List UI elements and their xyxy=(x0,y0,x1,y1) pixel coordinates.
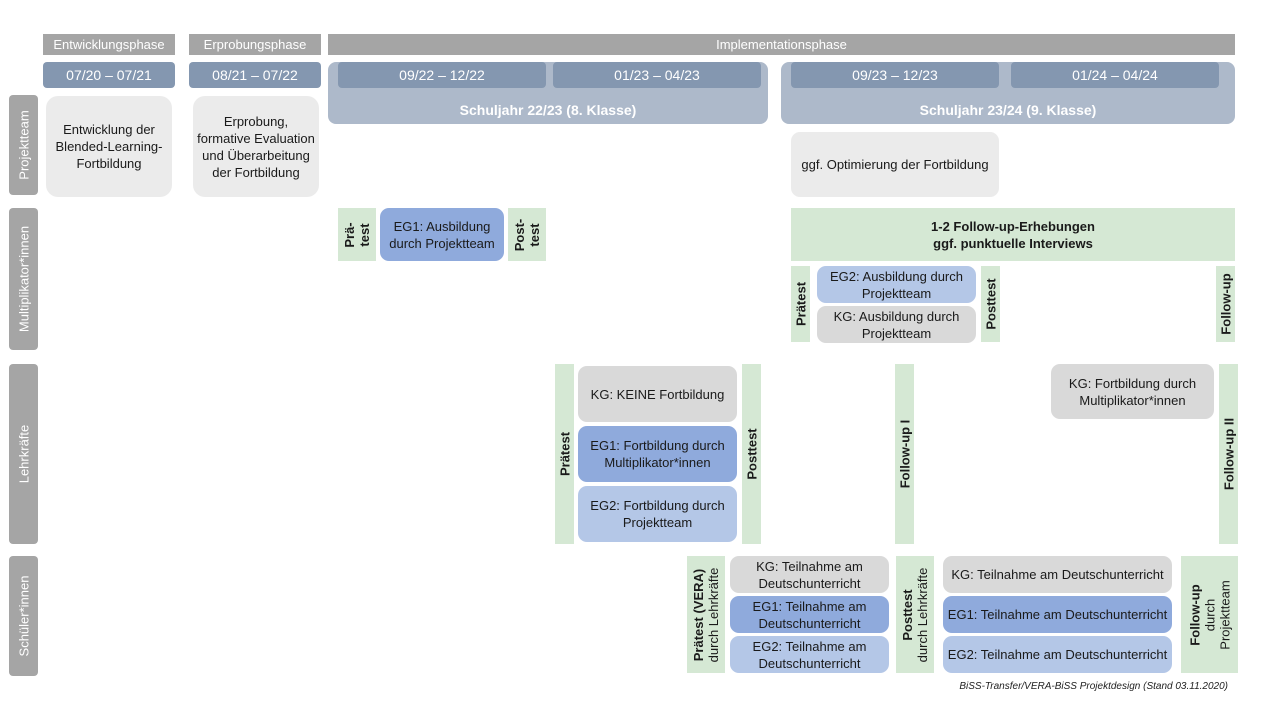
schueler-praetest-label: Prätest (VERA)durch Lehrkräfte xyxy=(691,567,721,662)
box-schueler-eg1-2: EG1: Teilnahme am Deutschunterricht xyxy=(943,596,1172,633)
lehrkraefte-follow-up-1: Follow-up I xyxy=(895,364,914,544)
box-schueler-kg-1: KG: Teilnahme am Deutschunterricht xyxy=(730,556,889,593)
period-01-24-04-24: 01/24 – 04/24 xyxy=(1011,62,1219,88)
box-optimierung-fortbildung: ggf. Optimierung der Fortbildung xyxy=(791,132,999,197)
box-eg1-ausbildung: EG1: Ausbildung durch Projektteam xyxy=(380,208,504,261)
multi-follow-up: Follow-up xyxy=(1216,266,1235,342)
multi-posttest-2: Posttest xyxy=(981,266,1000,342)
box-lehrkraefte-eg1: EG1: Fortbildung durch Multiplikator*inn… xyxy=(578,426,737,482)
schueler-praetest-vera: Prätest (VERA)durch Lehrkräfte xyxy=(687,556,725,673)
lehrkraefte-praetest: Prätest xyxy=(555,364,574,544)
row-label-schueler: Schüler*innen xyxy=(9,556,38,676)
multi-posttest-1: Post-test xyxy=(508,208,546,261)
box-schueler-eg1-1: EG1: Teilnahme am Deutschunterricht xyxy=(730,596,889,633)
lehrkraefte-follow-up-2: Follow-up II xyxy=(1219,364,1238,544)
period-07-20-07-21: 07/20 – 07/21 xyxy=(43,62,175,88)
box-eg2-ausbildung: EG2: Ausbildung durch Projektteam xyxy=(817,266,976,303)
multi-posttest-1-label: Post-test xyxy=(512,218,542,251)
school-year-22-23-label: Schuljahr 22/23 (8. Klasse) xyxy=(459,102,637,118)
box-lehrkraefte-eg2: EG2: Fortbildung durch Projektteam xyxy=(578,486,737,542)
box-schueler-eg2-1: EG2: Teilnahme am Deutschunterricht xyxy=(730,636,889,673)
lehrkraefte-posttest: Posttest xyxy=(742,364,761,544)
box-schueler-eg2-2: EG2: Teilnahme am Deutschunterricht xyxy=(943,636,1172,673)
box-lehrkraefte-kg-fortbildung: KG: Fortbildung durch Multiplikator*inne… xyxy=(1051,364,1214,419)
phase-erprobung: Erprobungsphase xyxy=(189,34,321,55)
phase-implementation: Implementationsphase xyxy=(328,34,1235,55)
period-09-23-12-23: 09/23 – 12/23 xyxy=(791,62,999,88)
box-entwicklung-fortbildung: Entwicklung der Blended-Learning-Fortbil… xyxy=(46,96,172,197)
period-08-21-07-22: 08/21 – 07/22 xyxy=(189,62,321,88)
multi-praetest-1: Prä-test xyxy=(338,208,376,261)
period-09-22-12-22: 09/22 – 12/22 xyxy=(338,62,546,88)
box-erprobung-fortbildung: Erprobung, formative Evaluation und Über… xyxy=(193,96,319,197)
box-schueler-kg-2: KG: Teilnahme am Deutschunterricht xyxy=(943,556,1172,593)
multi-praetest-1-label: Prä-test xyxy=(342,221,372,248)
multi-praetest-2: Prätest xyxy=(791,266,810,342)
phase-entwicklung: Entwicklungsphase xyxy=(43,34,175,55)
caption: BiSS-Transfer/VERA-BiSS Projektdesign (S… xyxy=(959,681,1228,692)
row-label-projektteam: Projektteam xyxy=(9,95,38,195)
row-label-lehrkraefte: Lehrkräfte xyxy=(9,364,38,544)
row-label-multiplikatoren: Multiplikator*innen xyxy=(9,208,38,350)
school-year-23-24-label: Schuljahr 23/24 (9. Klasse) xyxy=(919,102,1097,118)
box-lehrkraefte-kg-keine: KG: KEINE Fortbildung xyxy=(578,366,737,422)
period-01-23-04-23: 01/23 – 04/23 xyxy=(553,62,761,88)
box-kg-ausbildung: KG: Ausbildung durch Projektteam xyxy=(817,306,976,343)
